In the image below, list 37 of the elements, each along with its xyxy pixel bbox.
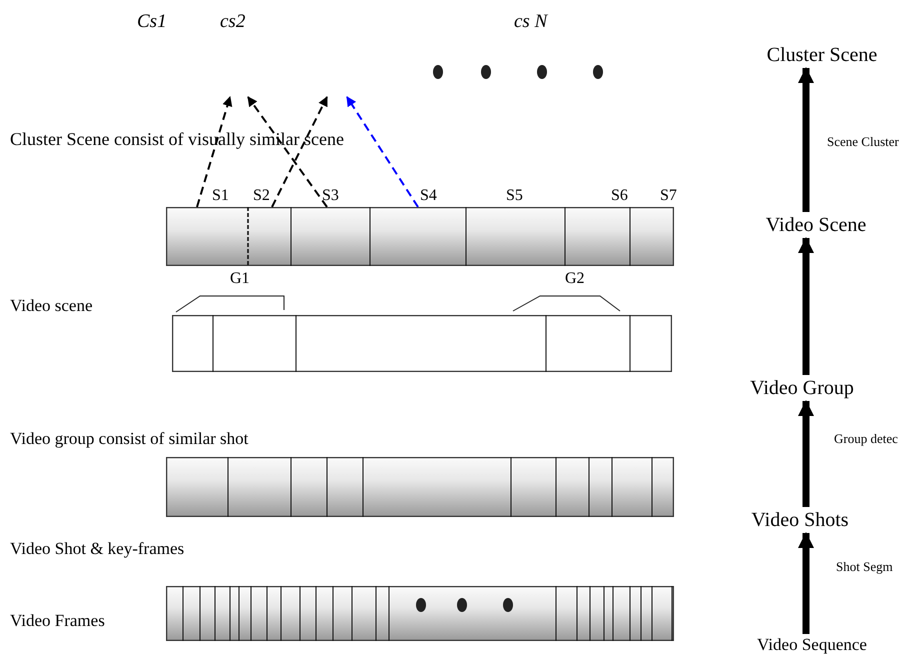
tag-label: cs2 [220,12,246,33]
tag-label: G2 [565,270,585,288]
tag-label: S7 [660,187,677,205]
tag-label: Cs1 [137,12,167,33]
level-label: Video Sequence [757,636,867,655]
arrow [346,96,419,208]
tag-label: S6 [611,187,628,205]
caption-text: Video Frames [10,612,105,631]
caption-text: Cluster Scene consist of visually similar scene [10,130,344,150]
caption-text: Video Shot & key-frames [10,540,184,559]
edge-label: Scene Cluster [827,135,899,150]
arrow [798,400,814,507]
tag-label: S3 [322,187,339,205]
arrow [271,96,328,208]
tag-label: S2 [253,187,270,205]
tag-label: S5 [506,187,523,205]
level-label: Video Shots [751,509,849,531]
arrow [247,96,328,208]
level-label: Video Group [750,377,854,399]
frame-strip [166,586,674,641]
edge-label: Group detec [834,432,898,446]
arrow [798,67,814,212]
level-label: Cluster Scene [766,44,878,66]
caption-text: Video group consist of similar shot [10,430,248,449]
arrow [196,96,232,208]
scene-strip [172,315,672,372]
scene-bar [166,207,674,266]
level-label: Video Scene [766,214,866,236]
edge-label: Shot Segm [836,560,893,574]
tag-label: cs N [514,12,548,33]
group-strip [166,457,674,517]
caption-text: Video scene [10,297,93,316]
tag-label: G1 [230,270,250,288]
tag-label: S1 [212,187,229,205]
arrow [798,237,814,375]
arrow [798,532,814,634]
tag-label: S4 [420,187,437,205]
